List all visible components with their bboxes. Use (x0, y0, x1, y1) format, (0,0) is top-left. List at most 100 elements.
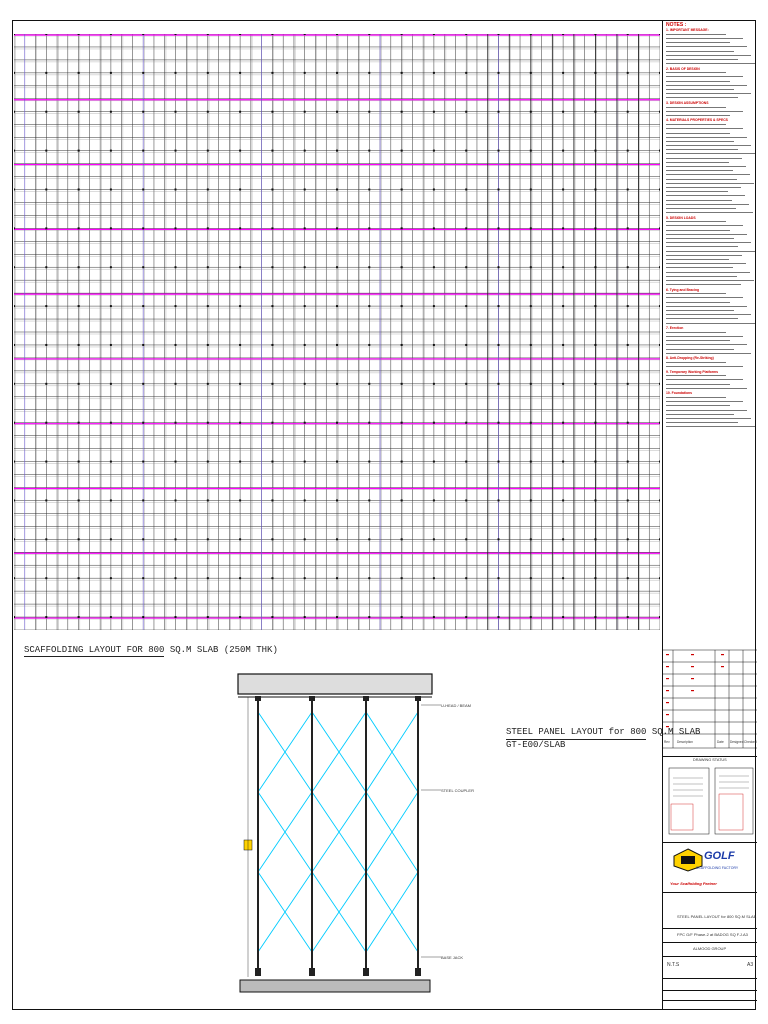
notes-line: —————————————————————————————— (666, 182, 754, 186)
drawing-status-label: DRAWING STATUS (693, 758, 727, 762)
notes-heading: 6. Tying and Bracing (666, 287, 700, 292)
notes-line: —————————————————————————————— (666, 405, 730, 408)
notes-line: —————————————————————————————— (666, 186, 741, 190)
notes-line: —————————————————————————————— (666, 42, 730, 45)
notes-line: —————————————————————————————— (666, 279, 754, 283)
revision-table (663, 649, 757, 749)
notes-line: —————————————————————————————— (666, 93, 751, 96)
section-caption-title: STEEL PANEL LAYOUT for 800 SQ.M SLAB (506, 727, 701, 737)
notes-line: —————————————————————————————— (666, 76, 743, 79)
notes-line: —————————————————————————————— (666, 106, 726, 110)
notes-heading: 7. Erection (666, 326, 684, 330)
notes-line: —————————————————————————————— (666, 293, 726, 296)
notes-line: —————————————————————————————— (666, 331, 726, 335)
notes-line: —————————————————————————————— (666, 335, 743, 339)
company-tagline: Your Scaffolding Partner (670, 881, 717, 886)
notes-line: —————————————————————————————— (666, 50, 734, 54)
notes-line: —————————————————————————————— (666, 199, 732, 203)
golf-logo-icon (673, 848, 703, 872)
notes-line: —————————————————————————————— (666, 114, 730, 118)
section-caption-underline (506, 739, 646, 740)
rev-col-date: Date (717, 740, 724, 744)
notes-line: —————————————————————————————— (666, 170, 733, 173)
elev-label-bottom: BASE JACK (441, 955, 464, 960)
notes-line: —————————————————————————————— (666, 297, 743, 300)
title-block: Rev Description Date Designed Checked DR… (662, 630, 757, 1010)
notes-line: —————————————————————————————— (666, 318, 738, 321)
rev-col-description: Description (677, 740, 693, 744)
notes-line: —————————————————————————————— (666, 161, 729, 165)
notes-heading: 10. Foundations (666, 391, 692, 396)
notes-heading: 1. IMPORTANT MESSAGE: (666, 28, 709, 32)
notes-line: —————————————————————————————— (666, 258, 729, 262)
vertical-standards (257, 697, 419, 972)
notes-line: —————————————————————————————— (666, 263, 746, 266)
section-caption: STEEL PANEL LAYOUT for 800 SQ.M SLAB GT-… (506, 726, 700, 752)
notes-line: —————————————————————————————— (666, 63, 755, 66)
notes-line: —————————————————————————————— (666, 310, 734, 313)
notes-heading: 3. DESIGN ASSUMPTIONS (666, 100, 709, 105)
notes-line: —————————————————————————————— (666, 422, 738, 425)
notes-line: —————————————————————————————— (666, 340, 730, 343)
notes-line: —————————————————————————————— (666, 229, 730, 233)
notes-line: —————————————————————————————— (666, 149, 738, 152)
rev-col-rev: Rev (664, 740, 670, 744)
notes-line: —————————————————————————————— (666, 140, 734, 144)
coupler-nodes (255, 696, 421, 976)
notes-line: —————————————————————————————— (666, 366, 743, 369)
notes-line: —————————————————————————————— (666, 322, 755, 326)
notes-heading: 4. MATERIALS PROPERTIES & SPECS (666, 118, 728, 123)
notes-line: —————————————————————————————— (666, 417, 751, 421)
company-subtitle: SCAFFOLDING FACTORY (696, 866, 739, 870)
notes-line: —————————————————————————————— (666, 344, 747, 347)
notes-heading: 8. Anti-Dropping (Re-Striking) (666, 356, 714, 361)
notes-heading: 9. Temporary Working Platforms (666, 369, 719, 374)
notes-line: —————————————————————————————— (666, 246, 738, 249)
notes-line: —————————————————————————————— (666, 207, 736, 211)
notes-line: —————————————————————————————— (666, 401, 743, 404)
notes-line: —————————————————————————————— (666, 37, 743, 41)
notes-line: —————————————————————————————— (666, 275, 737, 279)
scaffold-elevation-section (237, 673, 441, 993)
notes-line: —————————————————————————————— (666, 397, 726, 400)
notes-line: —————————————————————————————— (666, 271, 750, 275)
general-notes-panel: NOTES : 1. IMPORTANT MESSAGE:———————————… (662, 20, 756, 630)
drawing-border (12, 20, 756, 1010)
client-name: ALMOOD GROUP (693, 946, 727, 951)
notes-line: —————————————————————————————— (666, 352, 751, 356)
notes-line: —————————————————————————————— (666, 128, 743, 131)
notes-line: —————————————————————————————— (666, 267, 733, 270)
notes-line: —————————————————————————————— (666, 195, 745, 198)
notes-line: —————————————————————————————— (666, 348, 734, 352)
notes-heading: 5. DESIGN LOADS (666, 215, 696, 220)
notes-line: —————————————————————————————— (666, 375, 726, 378)
notes-line: —————————————————————————————— (666, 166, 746, 169)
notes-line: —————————————————————————————— (666, 225, 743, 228)
notes-line: —————————————————————————————— (666, 89, 734, 92)
notes-line: —————————————————————————————— (666, 97, 738, 100)
notes-line: —————————————————————————————— (666, 157, 742, 161)
scaffolding-plan-grid (14, 34, 660, 630)
notes-line: —————————————————————————————— (666, 301, 730, 305)
slab-section (237, 673, 433, 695)
notes-line: —————————————————————————————— (666, 426, 755, 429)
drawing-scale: N.T.S (667, 962, 680, 968)
drawing-title: STEEL PANEL LAYOUT for 800 SQ.M SLAB (677, 914, 757, 919)
notes-line: —————————————————————————————— (666, 178, 737, 182)
section-caption-ref: GT-E00/SLAB (506, 740, 566, 750)
notes-line: —————————————————————————————— (666, 314, 751, 317)
notes-line: —————————————————————————————— (666, 413, 734, 417)
company-brand: GOLF (704, 850, 735, 862)
ground-base (239, 979, 431, 993)
notes-line: —————————————————————————————— (666, 124, 726, 127)
project-name: FPC G/F Phase-2 at BADOG SQ F.J.A3 (677, 932, 748, 937)
notes-line: —————————————————————————————— (666, 110, 743, 114)
notes-line: —————————————————————————————— (666, 33, 726, 37)
sheet-size: A3 (747, 962, 754, 968)
notes-line: —————————————————————————————— (666, 203, 749, 207)
notes-line: —————————————————————————————— (666, 72, 726, 75)
notes-line: —————————————————————————————— (666, 387, 747, 391)
elev-label-top: U-HEAD / BEAM (441, 703, 472, 708)
notes-line: —————————————————————————————— (666, 132, 730, 136)
notes-line: —————————————————————————————— (666, 54, 751, 58)
